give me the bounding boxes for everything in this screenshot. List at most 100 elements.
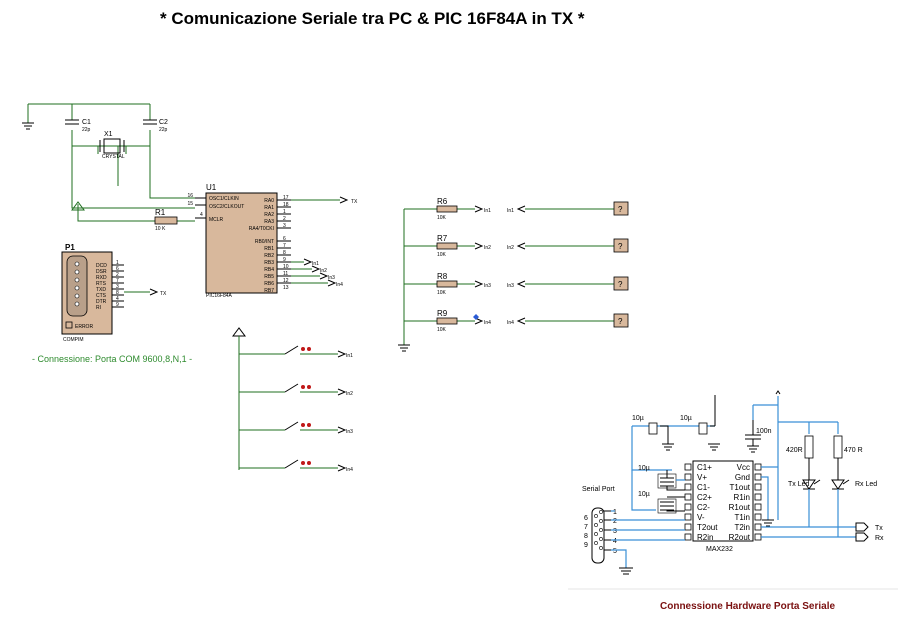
- mcu-osc2: OSC2/CLKOUT: [209, 204, 244, 210]
- mcu-ra2: RA2: [264, 212, 274, 218]
- com-txd: TXD: [96, 287, 106, 293]
- switch-in2-label: In2: [346, 391, 353, 397]
- com-pin-1: 1: [116, 260, 119, 266]
- com-pin-8: 8: [116, 290, 119, 296]
- max-r2out: R2out: [729, 533, 751, 542]
- mcu-pin-6: 6: [283, 236, 286, 242]
- cap-10u-3: [657, 473, 677, 489]
- mcu-pin-15: 15: [187, 201, 193, 207]
- mcu-pin-9: 9: [283, 257, 286, 263]
- logic-probe-3-value: ?: [618, 280, 623, 289]
- rx-connector: [855, 532, 869, 542]
- db9-pin-4: 4: [613, 538, 617, 545]
- db9-pin-6: 6: [584, 515, 588, 522]
- mcu-rb6: RB6: [264, 281, 274, 287]
- logic-probe-3[interactable]: [613, 276, 629, 291]
- logic-probe-2[interactable]: [613, 238, 629, 253]
- mcu-pin-4: 4: [200, 212, 203, 218]
- db9-pin-1: 1: [613, 509, 617, 516]
- mcu-rb1: RB1: [264, 246, 274, 252]
- mcu-mclr: MCLR: [209, 217, 224, 223]
- r9-resistor: [436, 317, 458, 325]
- r8-value: 10K: [437, 290, 447, 296]
- error-indicator: [65, 321, 73, 329]
- hardware-caption: Connessione Hardware Porta Seriale: [660, 601, 836, 612]
- resistor-420r: [804, 435, 814, 459]
- logic-probe-4[interactable]: [613, 313, 629, 328]
- max-vminus: V-: [697, 513, 705, 522]
- r7-in-label: In2: [484, 245, 491, 251]
- tx-terminal-label: Tx: [875, 525, 883, 532]
- page-title: * Comunicazione Seriale tra PC & PIC 16F…: [160, 9, 585, 28]
- mcu-part: PIC16F84A: [206, 293, 233, 299]
- c2-capacitor: [143, 119, 157, 125]
- db9-pin-3: 3: [613, 528, 617, 535]
- switch-in3-label: In3: [346, 429, 353, 435]
- tx-connector: [855, 522, 869, 532]
- mcu-pin-17: 17: [283, 195, 289, 201]
- mcu-tx-label: TX: [351, 199, 358, 205]
- mcu-osc1: OSC1/CLKIN: [209, 196, 239, 202]
- cap-label-100n: 100n: [756, 428, 772, 435]
- cap-label-4: 10µ: [638, 491, 650, 498]
- max-c2p: C2+: [697, 493, 712, 502]
- mcu-ra3: RA3: [264, 219, 274, 225]
- r6-in-label: In1: [484, 208, 491, 214]
- r6-resistor: [436, 205, 458, 213]
- switch-in1-label: In1: [346, 353, 353, 359]
- cap-label-1: 10µ: [632, 415, 644, 422]
- com-error-label: ERROR: [75, 324, 93, 330]
- r7-ref: R7: [437, 234, 448, 243]
- com-pin-7: 7: [116, 278, 119, 284]
- logic-probe-1-value: ?: [618, 205, 623, 214]
- com-pin-9: 9: [116, 302, 119, 308]
- db9-pin-7: 7: [584, 524, 588, 531]
- db9-connector: [591, 507, 605, 564]
- switch-1[interactable]: [301, 347, 305, 351]
- mcu-rb7: RB7: [264, 288, 274, 294]
- logic-probe-2-value: ?: [618, 242, 623, 251]
- connection-note: - Connessione: Porta COM 9600,8,N,1 -: [32, 354, 192, 364]
- switch-3[interactable]: [301, 423, 305, 427]
- mcu-rb2: RB2: [264, 253, 274, 259]
- r9-ref: R9: [437, 309, 448, 318]
- max-t2in: T2in: [734, 523, 750, 532]
- x1-crystal: [103, 138, 121, 154]
- com-pin-2: 2: [116, 272, 119, 278]
- mcu-pin-7: 7: [283, 243, 286, 249]
- c1-capacitor: [65, 119, 79, 125]
- switch-2[interactable]: [301, 385, 305, 389]
- r7-value: 10K: [437, 252, 447, 258]
- max-r1in: R1in: [734, 493, 750, 502]
- mcu-in3: In3: [328, 275, 335, 281]
- serial-port-label: Serial Port: [582, 486, 615, 493]
- probe-in1-label: In1: [507, 208, 514, 214]
- mcu-in2: In2: [320, 268, 327, 274]
- mcu-rb4: RB4: [264, 267, 274, 273]
- probe-in2-label: In2: [507, 245, 514, 251]
- mcu-body: [205, 192, 278, 294]
- r1-resistor: [154, 216, 178, 225]
- com-ri: RI: [96, 305, 101, 311]
- max-c1m: C1-: [697, 483, 710, 492]
- com-cts: CTS: [96, 293, 107, 299]
- cap-label-3: 10µ: [638, 465, 650, 472]
- cap-10u-4: [657, 498, 677, 514]
- cap-label-2: 10µ: [680, 415, 692, 422]
- mcu-pin-3: 3: [283, 223, 286, 229]
- probe-marker: [473, 314, 479, 320]
- mcu-pin-8: 8: [283, 250, 286, 256]
- max-r2in: R2in: [697, 533, 713, 542]
- com-dtr: DTR: [96, 299, 107, 305]
- switch-4[interactable]: [301, 461, 305, 465]
- c1-value: 22p: [82, 127, 91, 133]
- probe-in4-label: In4: [507, 320, 514, 326]
- com-tx-label: TX: [160, 291, 167, 297]
- cap-10u-1: [648, 422, 658, 435]
- com-dsr: DSR: [96, 269, 107, 275]
- resistor-label-420r: 420R: [786, 447, 803, 454]
- logic-probe-1[interactable]: [613, 201, 629, 216]
- r7-resistor: [436, 242, 458, 250]
